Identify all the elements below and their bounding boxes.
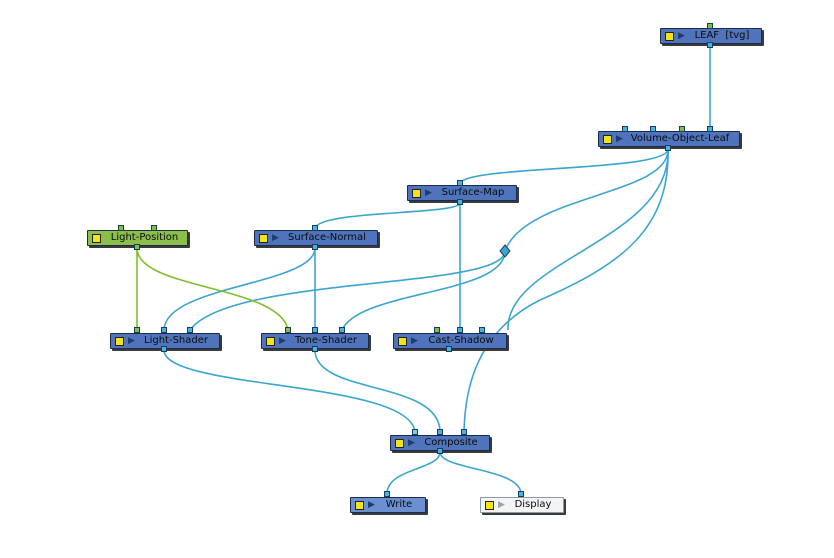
play-triangle-icon: ▶	[616, 134, 623, 144]
port-light-shader-input-1[interactable]	[134, 327, 140, 333]
port-cast-shadow-input-3[interactable]	[479, 327, 485, 333]
node-surface-map-label: Surface-Map	[441, 187, 505, 198]
port-surface-map-input[interactable]	[457, 180, 463, 186]
port-volume-input-3[interactable]	[679, 126, 685, 132]
enable-toggle-icon[interactable]	[395, 439, 404, 448]
port-light-position-input-1[interactable]	[118, 225, 124, 231]
node-light-position-label: Light-Position	[110, 232, 179, 243]
port-composite-input-2[interactable]	[437, 429, 443, 435]
port-tone-shader-output[interactable]	[312, 346, 318, 352]
port-volume-input-4[interactable]	[707, 126, 713, 132]
port-composite-output[interactable]	[437, 448, 443, 454]
port-light-shader-input-3[interactable]	[187, 327, 193, 333]
node-tone-shader-label: Tone-Shader	[294, 335, 358, 346]
play-triangle-icon: ▶	[408, 438, 415, 448]
port-leaf-input[interactable]	[707, 23, 713, 29]
wire-composite-to-display	[439, 451, 522, 495]
play-triangle-icon: ▶	[498, 500, 505, 510]
play-triangle-icon: ▶	[279, 336, 286, 346]
node-cast-shadow-label: Cast-Shadow	[428, 335, 494, 346]
enable-toggle-icon[interactable]	[665, 32, 674, 41]
port-surface-map-output[interactable]	[457, 199, 463, 205]
node-composite[interactable]: ▶ Composite	[390, 435, 490, 451]
wire-volume-to-composite-right	[463, 148, 669, 433]
port-light-shader-input-2[interactable]	[161, 327, 167, 333]
node-surface-normal-label: Surface-Normal	[288, 232, 366, 243]
play-triangle-icon: ▶	[368, 500, 375, 510]
play-triangle-icon: ▶	[678, 31, 685, 41]
port-write-input[interactable]	[384, 491, 390, 497]
wire-composite-to-write	[386, 451, 441, 495]
wire-volume-to-cast-shadow	[507, 148, 669, 331]
enable-toggle-icon[interactable]	[355, 501, 364, 510]
port-tone-shader-input-2[interactable]	[312, 327, 318, 333]
wire-light-shader-to-composite	[163, 349, 416, 433]
wire-light-position-to-tone-shader	[136, 247, 289, 331]
port-composite-input-3[interactable]	[461, 429, 467, 435]
node-light-shader[interactable]: ▶ Light-Shader	[110, 333, 220, 349]
wire-volume-to-branch	[504, 148, 669, 252]
node-write-label: Write	[385, 499, 413, 510]
port-surface-normal-input[interactable]	[312, 225, 318, 231]
port-light-position-input-2[interactable]	[151, 225, 157, 231]
port-volume-input-1[interactable]	[622, 126, 628, 132]
node-leaf-label: LEAF [tvg]	[694, 30, 750, 41]
wire-surface-normal-to-light-shader	[163, 247, 316, 331]
port-cast-shadow-output[interactable]	[446, 346, 452, 352]
port-surface-normal-output[interactable]	[312, 244, 318, 250]
wire-volume-to-surface-map	[459, 148, 669, 184]
play-triangle-icon: ▶	[411, 336, 418, 346]
enable-toggle-icon[interactable]	[259, 234, 268, 243]
branch-point-icon	[499, 244, 511, 258]
port-tone-shader-input-3[interactable]	[339, 327, 345, 333]
enable-toggle-icon[interactable]	[603, 135, 612, 144]
port-cast-shadow-input-1[interactable]	[434, 327, 440, 333]
enable-toggle-icon[interactable]	[485, 501, 494, 510]
enable-toggle-icon[interactable]	[398, 337, 407, 346]
wire-surface-map-to-surface-normal	[314, 202, 461, 230]
port-leaf-output[interactable]	[707, 42, 713, 48]
play-triangle-icon: ▶	[272, 233, 279, 243]
wire-branch-to-light-shader	[189, 250, 506, 331]
enable-toggle-icon[interactable]	[412, 189, 421, 198]
wire-branch-to-tone-shader	[341, 250, 506, 331]
node-display-label: Display	[514, 499, 552, 510]
port-tone-shader-input-1[interactable]	[285, 327, 291, 333]
node-display[interactable]: ▶ Display	[480, 497, 564, 513]
node-light-shader-label: Light-Shader	[144, 335, 208, 346]
port-cast-shadow-input-2[interactable]	[457, 327, 463, 333]
port-volume-output[interactable]	[665, 145, 671, 151]
port-light-shader-output[interactable]	[161, 346, 167, 352]
node-composite-label: Composite	[424, 437, 478, 448]
port-light-position-output[interactable]	[134, 244, 140, 250]
node-volume-object-leaf-label: Volume-Object-Leaf	[630, 133, 730, 144]
node-write[interactable]: ▶ Write	[350, 497, 426, 513]
enable-toggle-icon[interactable]	[92, 234, 101, 243]
port-composite-input-1[interactable]	[412, 429, 418, 435]
enable-toggle-icon[interactable]	[266, 337, 275, 346]
play-triangle-icon: ▶	[425, 188, 432, 198]
wire-tone-shader-to-composite	[314, 349, 441, 433]
enable-toggle-icon[interactable]	[115, 337, 124, 346]
port-volume-input-2[interactable]	[650, 126, 656, 132]
port-display-input[interactable]	[518, 491, 524, 497]
play-triangle-icon: ▶	[128, 336, 135, 346]
